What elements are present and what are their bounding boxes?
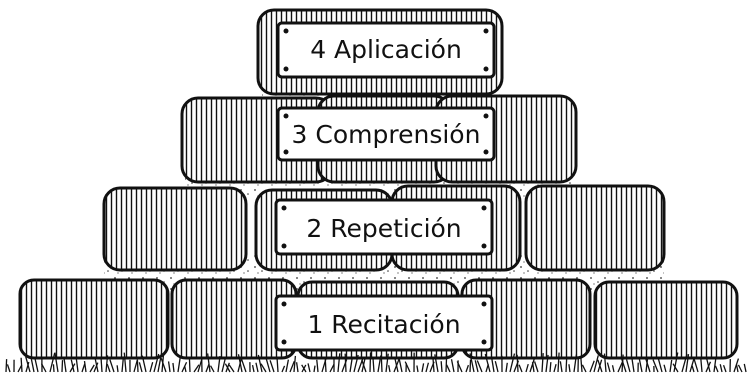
grass-blade (724, 365, 726, 372)
grass-blade (533, 362, 534, 372)
grass-blade (270, 360, 274, 372)
grass-blade (470, 360, 471, 372)
grass-blade (607, 363, 610, 372)
grass-blade (692, 366, 694, 372)
grass-blade (286, 360, 288, 372)
grass-blade (253, 365, 254, 372)
grass-blade (350, 359, 352, 372)
grass-blade (107, 364, 110, 372)
grass-blade (466, 365, 468, 372)
stone (526, 186, 664, 270)
stone (20, 280, 168, 358)
grass-blade (31, 359, 34, 372)
grass-blade (150, 362, 153, 372)
grass-blade (185, 366, 186, 372)
grass-blade (582, 365, 586, 372)
grass-blade (569, 364, 570, 372)
grass-blade (720, 364, 722, 372)
grass-blade (550, 362, 551, 372)
grass-blade (535, 362, 538, 372)
grass-blade (744, 364, 746, 372)
grass-blade (62, 360, 63, 372)
grass-blade (6, 359, 7, 372)
grass-blade (206, 364, 209, 372)
grass-blade (694, 357, 698, 372)
stone (104, 188, 246, 270)
grass-blade (277, 359, 278, 372)
grass-blade (256, 363, 258, 372)
grass-blade (7, 364, 10, 372)
grass-blade (381, 359, 382, 372)
grass-blade (314, 366, 315, 372)
grass-blade (566, 358, 567, 372)
grass-blade (519, 365, 522, 372)
grass-blade (495, 361, 498, 372)
grass-blade (85, 361, 86, 372)
grass-blade (82, 364, 85, 372)
grass-blade (110, 360, 114, 372)
level-1-label: 1 Recitación (307, 310, 460, 339)
grass-blade (317, 360, 318, 372)
grass-blade (658, 357, 662, 372)
grass-blade (417, 366, 418, 372)
grass-blade (173, 363, 174, 372)
grass-blade (370, 352, 371, 372)
grass-blade (446, 353, 447, 372)
grass-blade (345, 354, 346, 372)
grass-blade (590, 361, 594, 372)
grass-blade (139, 362, 142, 372)
grass-blade (53, 364, 54, 372)
grass-blade (737, 365, 738, 372)
grass-blade (101, 358, 102, 372)
stone (595, 282, 737, 358)
grass-blade (294, 356, 295, 372)
grass-blade (447, 365, 450, 372)
grass-blade (426, 363, 428, 372)
level-2-label: 2 Repetición (306, 214, 461, 243)
grass-blade (738, 365, 742, 372)
grass-blade (639, 358, 642, 372)
grass-blade (433, 358, 434, 372)
grass-blade (189, 358, 190, 372)
plaque-level-3: 3 Comprensión (278, 108, 494, 160)
grass-blade (492, 358, 494, 372)
plaque-level-1: 1 Recitación (276, 296, 492, 350)
grass-blade (76, 358, 78, 372)
grass-blade (21, 358, 22, 372)
grass-blade (441, 361, 442, 372)
grass-blade (282, 366, 285, 372)
grass-blade (325, 359, 326, 372)
grass-blade (178, 356, 180, 372)
grass-blade (389, 365, 390, 372)
grass-blade (308, 363, 310, 372)
grass-blade (297, 362, 298, 372)
grass-blade (613, 365, 614, 372)
grass-blade (169, 361, 170, 372)
grass-blade (664, 365, 666, 372)
grass-blade (90, 365, 94, 372)
grass-blade (715, 366, 718, 372)
level-3-label: 3 Comprensión (292, 120, 481, 149)
grass-blade (211, 366, 214, 372)
level-4-label: 4 Aplicación (310, 35, 462, 64)
plaque-level-2: 2 Repetición (276, 200, 492, 254)
grass-blade (137, 360, 138, 372)
grass-blade (554, 364, 556, 372)
grass-blade (560, 361, 562, 372)
grass-blade (581, 357, 582, 372)
plaque-level-4: 4 Aplicación (278, 23, 494, 77)
grass-blade (506, 363, 507, 372)
grass-blade (594, 355, 598, 372)
grass-blade (517, 355, 518, 372)
grass-blade (117, 365, 118, 372)
grass-blade (632, 359, 634, 372)
grass-blade (452, 359, 454, 372)
grass-blade (95, 359, 98, 372)
grass-blade (526, 364, 528, 372)
grass-blade (627, 360, 630, 372)
grass-blade (670, 360, 672, 372)
grass-blade (422, 363, 424, 372)
